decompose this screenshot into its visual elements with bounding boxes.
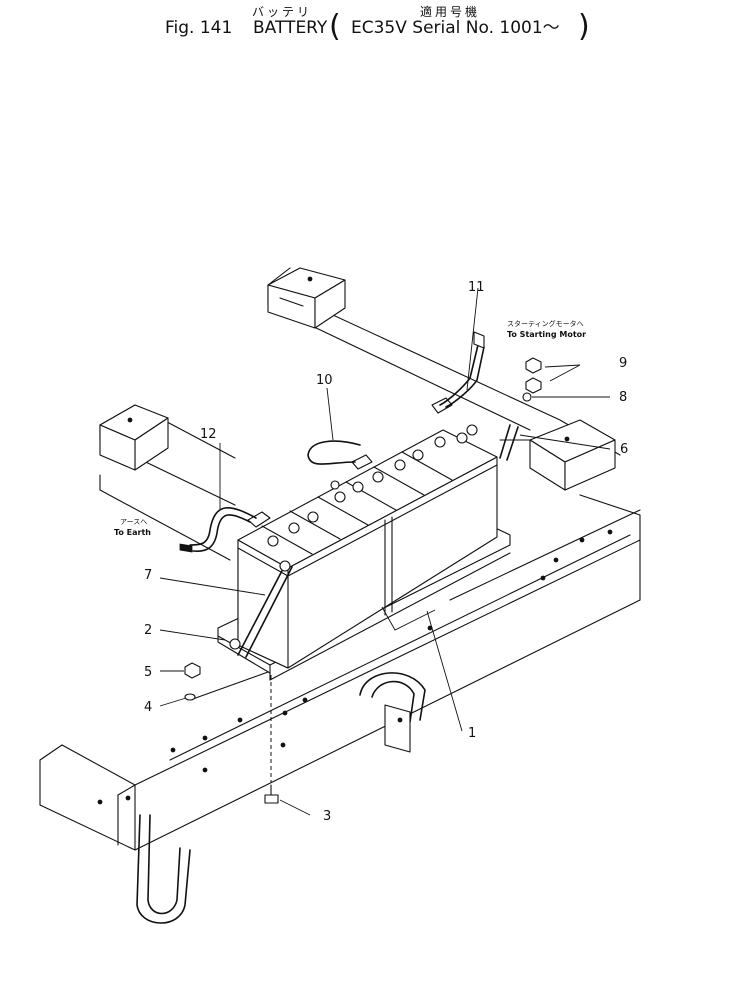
machine-frame — [39, 267, 641, 924]
battery-cables — [179, 331, 485, 553]
callout-3: 3 — [323, 809, 331, 824]
figure-header: バッテリ 適用号機 Fig. 141 BATTERY ( EC35V Seria… — [165, 4, 590, 44]
callout-numbers: 1 2 3 4 5 6 7 8 9 10 11 12 — [144, 280, 628, 824]
battery-assembly — [189, 397, 519, 701]
direction-annotations: スターティングモータへ To Starting Motor アースへ To Ea… — [114, 319, 586, 537]
figure-title: BATTERY — [253, 18, 328, 38]
serial-range: EC35V Serial No. 1001～ — [351, 18, 560, 38]
serial-close-paren: ) — [578, 9, 590, 44]
callout-8: 8 — [619, 390, 627, 405]
callout-5: 5 — [144, 665, 152, 680]
small-parts — [184, 357, 542, 804]
title-japanese: バッテリ — [252, 5, 312, 19]
callout-2: 2 — [144, 623, 152, 638]
figure-number: Fig. 141 — [165, 18, 232, 38]
to-starting-motor-jp: スターティングモータへ — [507, 319, 584, 328]
callout-4: 4 — [144, 700, 152, 715]
leader-lines — [159, 287, 611, 816]
callout-11: 11 — [468, 280, 485, 295]
callout-1: 1 — [468, 726, 476, 741]
callout-9: 9 — [619, 356, 627, 371]
callout-12: 12 — [200, 427, 217, 442]
to-earth-en: To Earth — [114, 528, 151, 537]
serial-open-paren: ( — [329, 9, 341, 44]
to-earth-jp: アースへ — [120, 518, 147, 526]
to-starting-motor-en: To Starting Motor — [507, 330, 586, 339]
callout-7: 7 — [144, 568, 152, 583]
callout-6: 6 — [620, 442, 628, 457]
cell-caps — [267, 424, 478, 547]
applicability-japanese: 適用号機 — [420, 4, 480, 19]
callout-10: 10 — [316, 373, 333, 388]
